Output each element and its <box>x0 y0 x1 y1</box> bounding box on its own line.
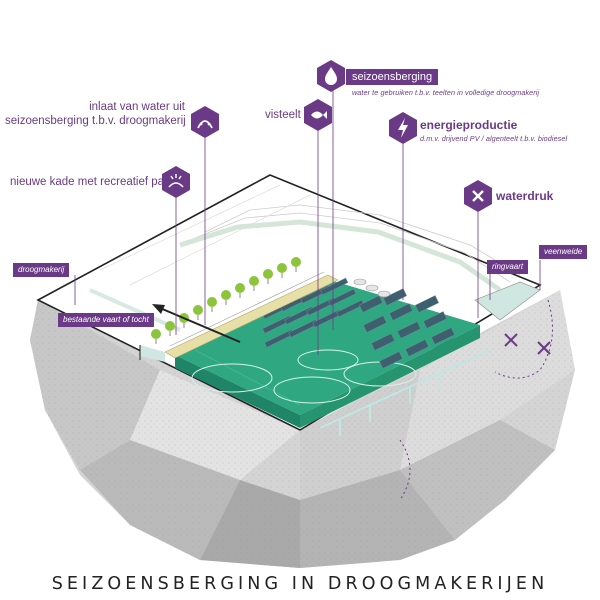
seizoensberging-subtext: water te gebruiken t.b.v. teelten in vol… <box>352 88 540 97</box>
waterdruk-markers <box>399 299 553 501</box>
visteelt-label: visteelt <box>265 109 301 121</box>
inlet-arrow <box>152 304 241 343</box>
water-drop-icon <box>316 60 346 92</box>
dike-with-trees <box>151 257 339 359</box>
bestaande-vaart-tag: bestaande vaart of tocht <box>58 313 154 327</box>
callout-leaders <box>74 88 541 355</box>
inlaat-label-line1: inlaat van water uit <box>89 101 185 113</box>
seepage-arrows <box>319 349 491 436</box>
inlaat-label-line2: seizoensberging t.b.v. droogmakerij <box>5 115 186 127</box>
water-inlet-icon <box>190 106 220 138</box>
cross-icon <box>463 180 493 212</box>
nieuwe-kade-label: nieuwe kade met recreatief pad <box>10 176 171 188</box>
ringvaart-tag: ringvaart <box>487 260 529 274</box>
energieproductie-subtext: d.m.v. drijvend PV / algenteelt t.b.v. b… <box>420 134 568 143</box>
storage-tanks <box>353 278 391 298</box>
recreation-path-icon <box>161 166 191 198</box>
droogmakerij-tag: droogmakerij <box>13 263 70 277</box>
solar-panels <box>262 277 455 369</box>
energieproductie-label: energieproductie <box>420 118 518 132</box>
inlaat-label: inlaat van water uit <box>55 100 185 114</box>
lightning-bolt-icon <box>388 112 418 144</box>
veenweide-tag: veenweide <box>539 245 588 259</box>
fish-icon <box>303 99 333 131</box>
existing-canal <box>139 345 165 362</box>
waterdruk-label: waterdruk <box>496 189 554 203</box>
seizoensberging-label: seizoensberging <box>346 69 439 85</box>
diagram-title: SEIZOENSBERGING IN DROOGMAKERIJEN <box>51 574 549 594</box>
